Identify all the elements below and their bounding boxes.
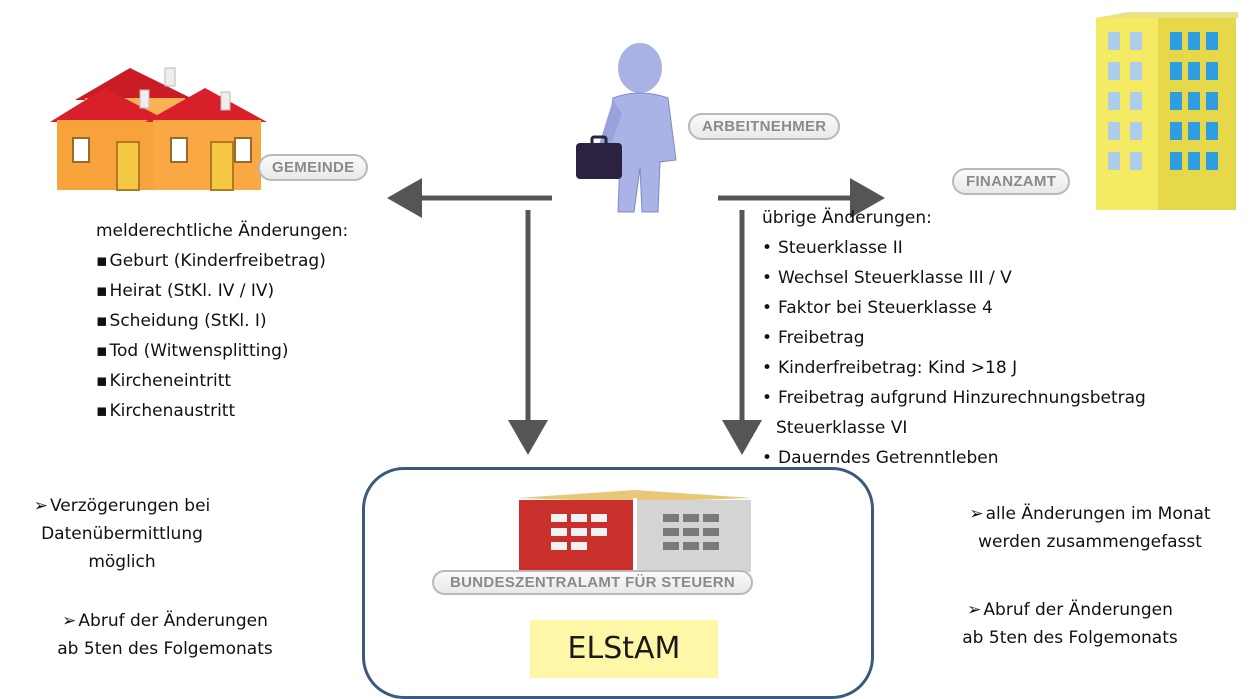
list-item: Faktor bei Steuerklasse 4 (762, 293, 1146, 323)
houses-icon (50, 67, 267, 191)
bzst-label: BUNDESZENTRALAMT FÜR STEUERN (432, 570, 754, 595)
note-monthly-summary: alle Änderungen im Monat werden zusammen… (940, 500, 1240, 556)
elstam-label: ELStAM (530, 620, 718, 678)
left-change-list: melderechtliche Änderungen: Geburt (Kind… (96, 216, 348, 426)
list-item: Freibetrag aufgrund Hinzurechnungsbetrag (762, 383, 1146, 413)
list-item: Freibetrag (762, 323, 1146, 353)
list-item: Dauerndes Getrenntleben (762, 443, 1146, 473)
list-item: Kinderfreibetrag: Kind >18 J (762, 353, 1146, 383)
gemeinde-label: GEMEINDE (258, 154, 369, 181)
list-item: Steuerklasse II (762, 233, 1146, 263)
note-delay: Verzögerungen bei Datenübermittlung mögl… (2, 492, 242, 576)
list-item: Wechsel Steuerklasse III / V (762, 263, 1146, 293)
right-list-heading: übrige Änderungen: (762, 208, 932, 228)
finanzamt-label: FINANZAMT (952, 168, 1071, 195)
right-change-list: übrige Änderungen: Steuerklasse II Wechs… (762, 203, 1146, 473)
list-item: Tod (Witwensplitting) (96, 336, 348, 366)
note-retrieval-right: Abruf der Änderungen ab 5ten des Folgemo… (930, 596, 1210, 652)
list-item: Kircheneintritt (96, 366, 348, 396)
list-item: Kirchenaustritt (96, 396, 348, 426)
federal-office-building-icon (517, 490, 753, 574)
arbeitnehmer-label: ARBEITNEHMER (688, 113, 841, 140)
left-list-heading: melderechtliche Änderungen: (96, 221, 349, 241)
office-tower-icon (1096, 12, 1238, 210)
note-retrieval-left: Abruf der Änderungen ab 5ten des Folgemo… (30, 607, 300, 663)
list-item: Heirat (StKl. IV / IV) (96, 276, 348, 306)
person-with-briefcase-icon (576, 43, 677, 213)
list-item: Geburt (Kinderfreibetrag) (96, 246, 348, 276)
list-item-continuation: Steuerklasse VI (776, 418, 908, 438)
list-item: Scheidung (StKl. I) (96, 306, 348, 336)
